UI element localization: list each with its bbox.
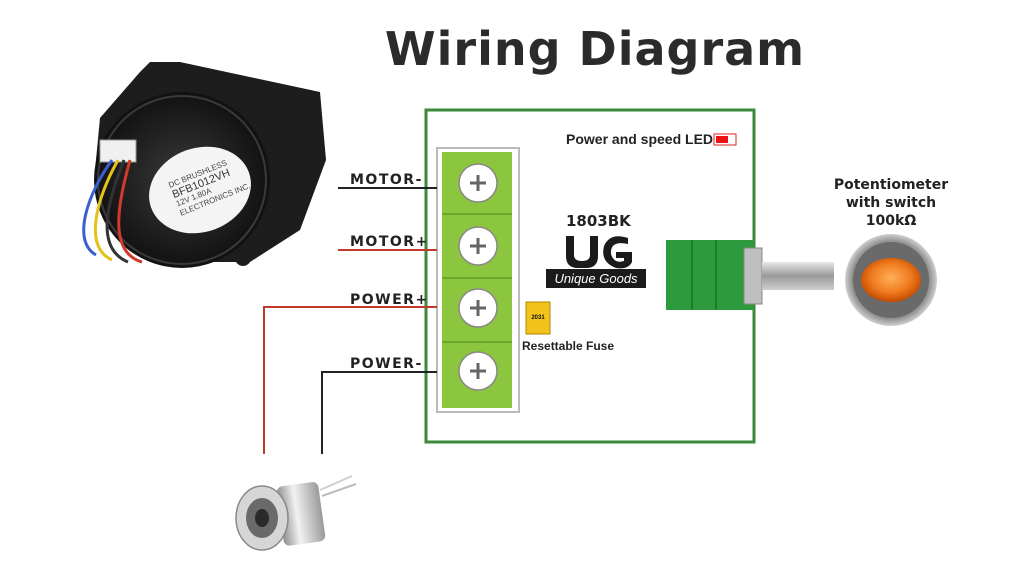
- led-label: Power and speed LED: [566, 131, 714, 147]
- potentiometer-knob: [845, 234, 937, 326]
- terminal-block: [436, 147, 520, 413]
- terminal-screw-3: [458, 288, 498, 328]
- terminal-screw-1: [458, 163, 498, 203]
- potentiometer-body: [666, 240, 834, 310]
- terminal-screw-4: [458, 351, 498, 391]
- resettable-fuse: [525, 301, 551, 335]
- fuse-label: Resettable Fuse: [522, 339, 615, 353]
- board-model: 1803BK: [566, 212, 631, 230]
- wire-label-power-minus: POWER-: [350, 356, 423, 372]
- wire-label-power-plus: POWER+: [350, 292, 429, 308]
- wire-power-minus: [321, 371, 437, 454]
- blower-fan: [82, 62, 326, 268]
- dc-power-jack: [235, 475, 357, 551]
- potentiometer-label-line2: with switch: [845, 195, 937, 211]
- potentiometer-label-line3: 100kΩ: [865, 213, 917, 229]
- page-title: Wiring Diagram: [384, 22, 806, 76]
- unique-goods-logo: [566, 236, 632, 269]
- wire-label-motor-minus: MOTOR-: [350, 172, 423, 188]
- fuse-code: 2031: [531, 315, 545, 321]
- potentiometer-label-line1: Potentiometer: [833, 177, 949, 193]
- wire-label-motor-plus: MOTOR+: [350, 234, 429, 250]
- logo-text: Unique Goods: [546, 269, 646, 288]
- potentiometer-label: Potentiometer with switch 100kΩ: [826, 176, 956, 230]
- terminal-screw-2: [458, 226, 498, 266]
- wire-power-plus: [263, 306, 437, 454]
